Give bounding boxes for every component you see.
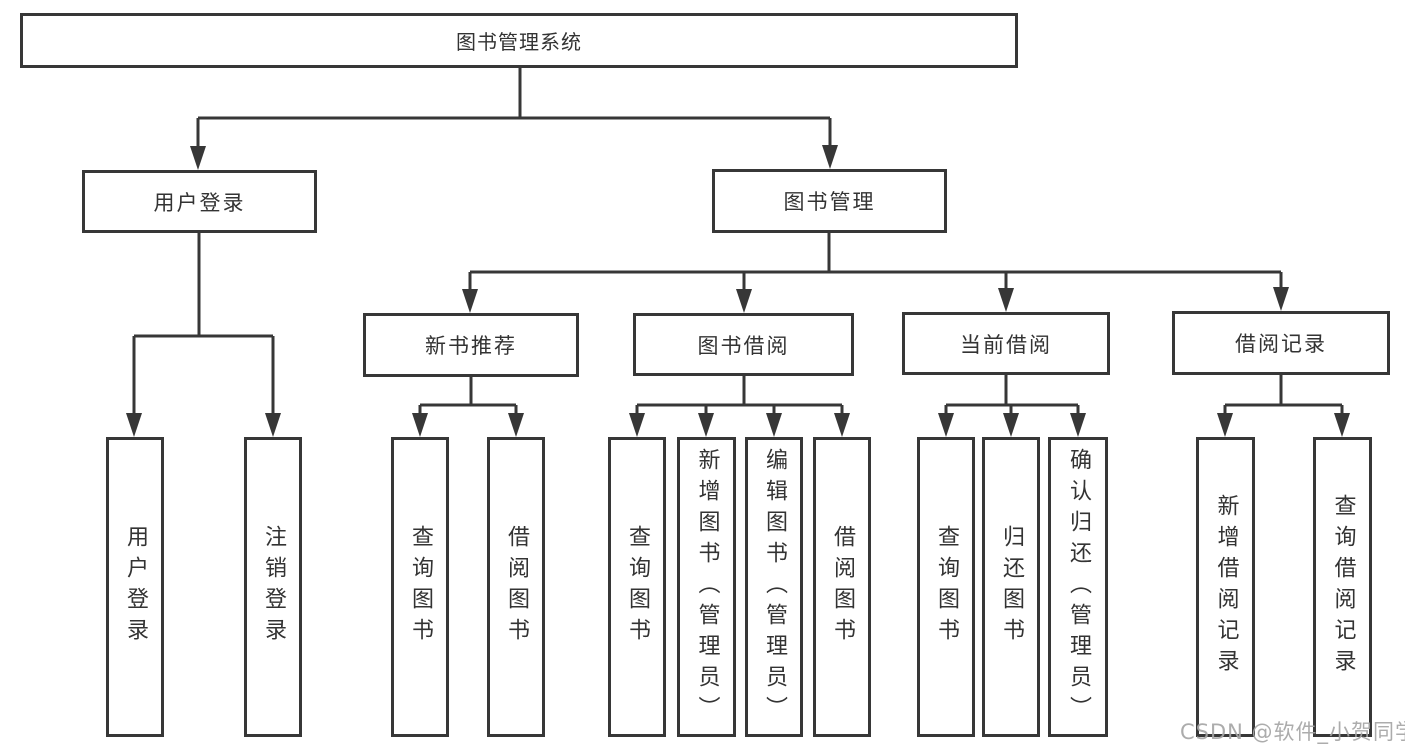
arrowhead-icon bbox=[698, 413, 714, 437]
node-label: 借阅图书 bbox=[504, 525, 529, 649]
node-label: 确认归还（管理员） bbox=[1066, 447, 1091, 727]
node-book-management: 图书管理 bbox=[712, 169, 947, 233]
node-query-books-borrowing: 查询图书 bbox=[608, 437, 666, 737]
node-borrow-books-recommend: 借阅图书 bbox=[487, 437, 545, 737]
node-query-borrow-record: 查询借阅记录 bbox=[1313, 437, 1372, 737]
node-confirm-return-admin: 确认归还（管理员） bbox=[1048, 437, 1108, 737]
arrowhead-icon bbox=[736, 289, 752, 313]
arrowhead-icon bbox=[462, 289, 478, 313]
arrowhead-icon bbox=[938, 413, 954, 437]
arrowhead-icon bbox=[822, 145, 838, 169]
node-label: 图书借阅 bbox=[697, 333, 790, 358]
arrowhead-icon bbox=[265, 413, 281, 437]
node-logout: 注销登录 bbox=[244, 437, 302, 737]
node-user-login: 用户登录 bbox=[82, 170, 317, 233]
arrowhead-icon bbox=[998, 288, 1014, 312]
arrowhead-icon bbox=[508, 413, 524, 437]
arrowhead-icon bbox=[629, 413, 645, 437]
connector-records-to-leaves bbox=[1223, 375, 1344, 416]
arrowheads bbox=[126, 145, 1350, 437]
node-label: 用户登录 bbox=[123, 525, 148, 649]
arrowhead-icon bbox=[1273, 287, 1289, 311]
connector-userlogin-to-leaves bbox=[132, 233, 275, 416]
node-query-books-current: 查询图书 bbox=[917, 437, 975, 737]
node-label: 归还图书 bbox=[999, 525, 1024, 649]
node-label: 新增借阅记录 bbox=[1213, 494, 1239, 680]
arrowhead-icon bbox=[766, 413, 782, 437]
node-new-book-recommend: 新书推荐 bbox=[363, 313, 579, 377]
node-label: 编辑图书（管理员） bbox=[762, 447, 787, 727]
node-label: 查询借阅记录 bbox=[1330, 494, 1356, 680]
arrowhead-icon bbox=[1217, 413, 1233, 437]
node-book-borrowing: 图书借阅 bbox=[633, 313, 854, 376]
node-label: 用户登录 bbox=[153, 190, 246, 215]
node-label: 查询图书 bbox=[934, 525, 959, 649]
node-label: 图书管理系统 bbox=[456, 30, 582, 54]
node-add-book-admin: 新增图书（管理员） bbox=[677, 437, 736, 737]
node-edit-book-admin: 编辑图书（管理员） bbox=[745, 437, 803, 737]
arrowhead-icon bbox=[412, 413, 428, 437]
arrowhead-icon bbox=[1334, 413, 1350, 437]
connector-root-to-level2 bbox=[196, 68, 832, 150]
arrowhead-icon bbox=[1003, 413, 1019, 437]
node-add-borrow-record: 新增借阅记录 bbox=[1196, 437, 1255, 737]
node-label: 当前借阅 bbox=[960, 332, 1052, 357]
node-return-book: 归还图书 bbox=[982, 437, 1040, 737]
node-label: 新书推荐 bbox=[425, 334, 517, 358]
node-label: 新增图书（管理员） bbox=[694, 447, 720, 727]
node-query-books-recommend: 查询图书 bbox=[391, 437, 449, 737]
node-user-login-leaf: 用户登录 bbox=[106, 437, 164, 737]
connector-borrowing-to-leaves bbox=[635, 376, 844, 416]
node-label: 查询图书 bbox=[625, 525, 650, 649]
connector-newbook-to-leaves bbox=[418, 377, 518, 416]
connector-bookmgmt-to-level3 bbox=[468, 233, 1283, 292]
node-current-borrowing: 当前借阅 bbox=[902, 312, 1110, 375]
connector-stems bbox=[132, 68, 1344, 416]
node-library-system: 图书管理系统 bbox=[20, 13, 1018, 68]
node-label: 借阅图书 bbox=[830, 525, 855, 649]
arrowhead-icon bbox=[126, 413, 142, 437]
node-borrow-books-borrowing: 借阅图书 bbox=[813, 437, 871, 737]
watermark: CSDN @软件_小贺同学 bbox=[1180, 720, 1405, 744]
node-label: 图书管理 bbox=[783, 190, 876, 214]
node-borrow-records: 借阅记录 bbox=[1172, 311, 1390, 375]
arrowhead-icon bbox=[834, 413, 850, 437]
arrowhead-icon bbox=[1070, 413, 1086, 437]
arrowhead-icon bbox=[190, 146, 206, 170]
node-label: 借阅记录 bbox=[1235, 332, 1327, 356]
node-label: 查询图书 bbox=[408, 525, 433, 649]
connector-current-to-leaves bbox=[944, 375, 1080, 416]
node-label: 注销登录 bbox=[261, 525, 286, 649]
